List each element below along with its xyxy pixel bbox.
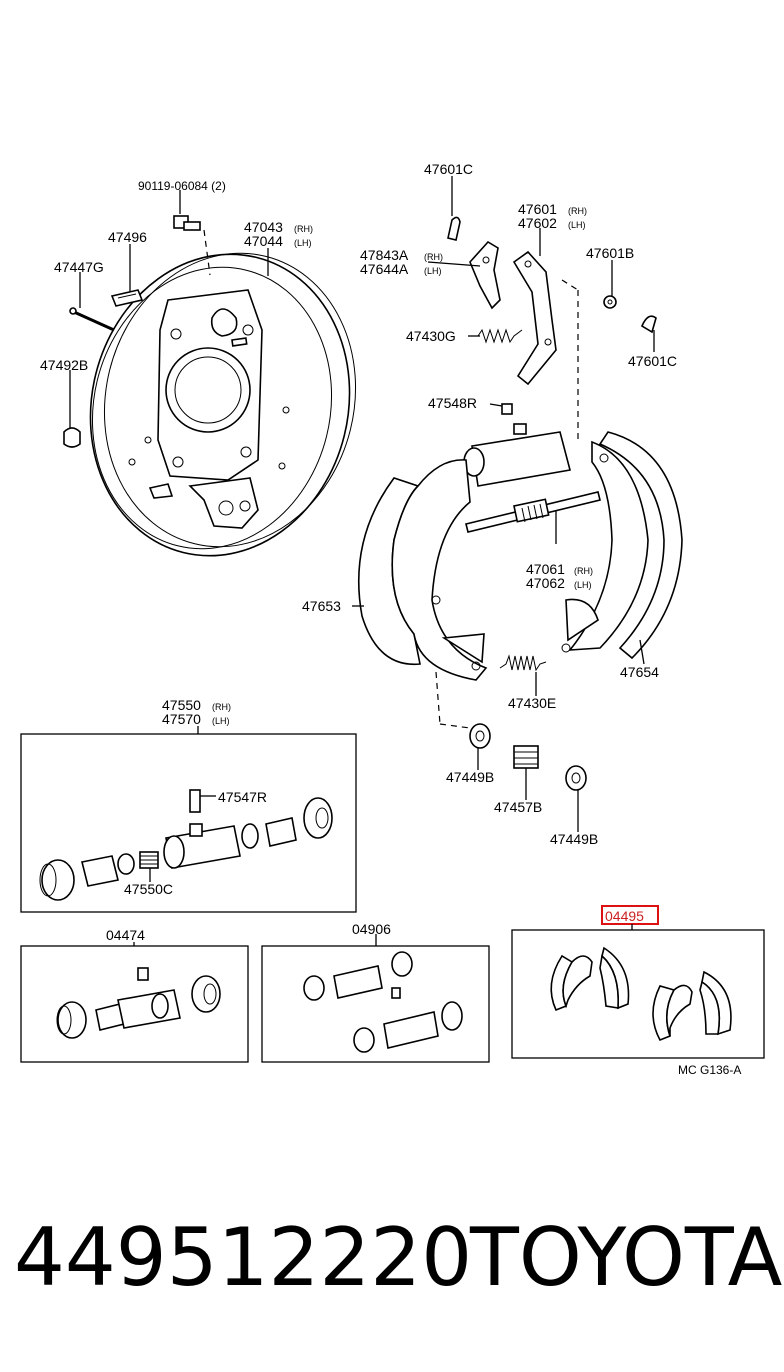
label-47061-side: (RH): [574, 566, 593, 576]
wheel-cylinder-parts[interactable]: [39, 789, 333, 901]
kit-04474-parts[interactable]: [56, 967, 221, 1039]
label-47044-side: (LH): [294, 238, 312, 248]
label-47653: 47653: [302, 598, 341, 614]
part-number: 449512220: [14, 1211, 473, 1304]
label-47547r: 47547R: [218, 789, 267, 805]
label-04474: 04474: [106, 927, 145, 943]
label-47550-side: (RH): [212, 702, 231, 712]
label-47550: 47550: [162, 697, 201, 713]
bolt-90119[interactable]: [173, 215, 211, 276]
label-47843a: 47843A: [360, 247, 409, 263]
label-47601-side: (RH): [568, 206, 587, 216]
plug-47492b[interactable]: [63, 427, 81, 448]
label-47449b-left: 47449B: [446, 769, 494, 785]
label-47570-side: (LH): [212, 716, 230, 726]
leader-lines: [69, 176, 655, 946]
label-47430e: 47430E: [508, 695, 556, 711]
shoe-47653[interactable]: [357, 459, 488, 681]
kit-04495-shoes[interactable]: [550, 946, 732, 1042]
label-47601: 47601: [518, 201, 557, 217]
clip-47601c-bottom[interactable]: [640, 315, 657, 334]
spring-47430g[interactable]: [477, 328, 523, 344]
label-90119: 90119-06084 (2): [138, 179, 226, 193]
kit-04906-parts[interactable]: [303, 951, 463, 1053]
wheel-cylinder-assembly[interactable]: [463, 423, 571, 487]
label-47644a-side: (LH): [424, 266, 442, 276]
label-47602: 47602: [518, 215, 557, 231]
figure-code: MC G136-A: [678, 1063, 741, 1077]
kit-04495-highlight: [601, 905, 659, 925]
label-47644a: 47644A: [360, 261, 409, 277]
clip-47496[interactable]: [110, 289, 144, 307]
backing-plate[interactable]: [59, 226, 386, 583]
label-47548r: 47548R: [428, 395, 477, 411]
label-47457b: 47457B: [494, 799, 542, 815]
brand-name: TOYOTA: [470, 1211, 783, 1304]
label-47062-side: (LH): [574, 580, 592, 590]
clip-47601c-top[interactable]: [447, 216, 461, 241]
pin-47447g[interactable]: [69, 307, 115, 332]
bleeder-47548r[interactable]: [501, 403, 513, 415]
label-47062: 47062: [526, 575, 565, 591]
label-47550c: 47550C: [124, 881, 173, 897]
retainer-47449b-left[interactable]: [469, 723, 491, 749]
spring-47430e[interactable]: [499, 654, 547, 672]
label-47447g: 47447G: [54, 259, 104, 275]
parking-lever-47601[interactable]: [512, 250, 557, 386]
label-47602-side: (LH): [568, 220, 586, 230]
label-47044: 47044: [244, 233, 283, 249]
label-47601b: 47601B: [586, 245, 634, 261]
wheel-cylinder-box: [20, 733, 357, 913]
kit-04495-box: [511, 929, 765, 1059]
label-47570: 47570: [162, 711, 201, 727]
label-47601c-bottom: 47601C: [628, 353, 677, 369]
washer-47601b[interactable]: [603, 295, 617, 309]
retainer-47449b-right[interactable]: [565, 765, 587, 791]
label-47430g: 47430G: [406, 328, 456, 344]
label-47449b-right: 47449B: [550, 831, 598, 847]
label-04906: 04906: [352, 921, 391, 937]
label-47492b: 47492B: [40, 357, 88, 373]
strut-47843a[interactable]: [469, 240, 501, 310]
label-47496: 47496: [108, 229, 147, 245]
adjuster-47061[interactable]: [465, 491, 601, 533]
part-labels: 90119-06084 (2) 47496 47447G 47492B 4704…: [40, 161, 741, 1077]
label-47843a-side: (RH): [424, 252, 443, 262]
label-04495: 04495: [605, 908, 644, 924]
label-47601c-top: 47601C: [424, 161, 473, 177]
shoe-47654[interactable]: [561, 431, 683, 660]
spring-47457b[interactable]: [513, 745, 539, 769]
label-47061: 47061: [526, 561, 565, 577]
label-47654: 47654: [620, 664, 659, 680]
label-47043: 47043: [244, 219, 283, 235]
label-47043-side: (RH): [294, 224, 313, 234]
